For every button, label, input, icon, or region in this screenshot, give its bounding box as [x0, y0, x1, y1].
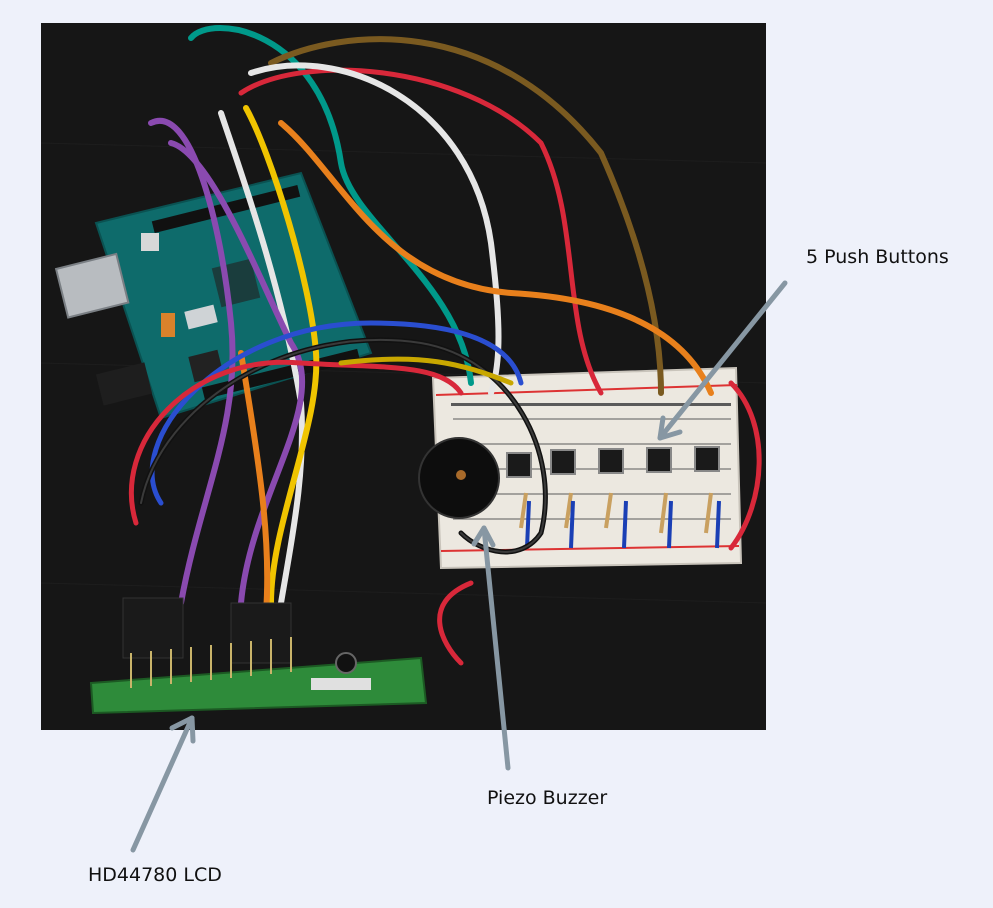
- circuit-photo: [41, 23, 766, 730]
- label-push-buttons: 5 Push Buttons: [806, 246, 949, 268]
- lcd-module: [89, 637, 428, 715]
- label-hd44780-lcd: HD44780 LCD: [88, 864, 222, 886]
- label-piezo-buzzer: Piezo Buzzer: [487, 787, 608, 809]
- arrow-to-lcd: [130, 715, 195, 853]
